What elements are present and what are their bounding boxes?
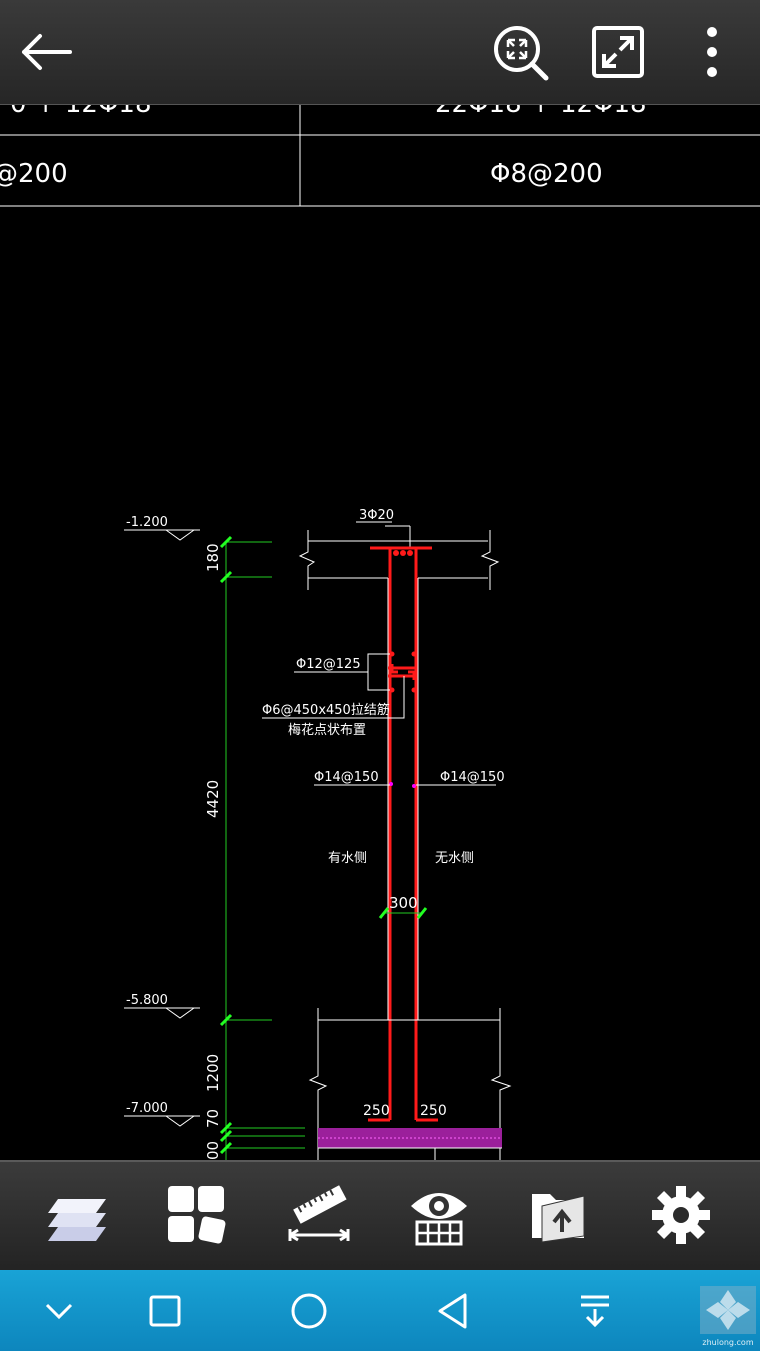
annotation-leaders [262, 653, 496, 786]
back-button[interactable] [16, 22, 76, 82]
wall-reinforcement [368, 546, 438, 1122]
rebar-dots [389, 550, 417, 693]
dim-70-label: 70 [204, 1109, 222, 1128]
more-vert-icon [707, 27, 717, 77]
home-button[interactable] [284, 1288, 334, 1334]
elevation-low-label: -7.000 [126, 1101, 168, 1116]
measure-button[interactable] [284, 1180, 354, 1250]
stirrup-label: Φ12@125 [296, 657, 361, 672]
table-cell-r2-left: @200 [0, 159, 68, 189]
dim-1200-label: 1200 [204, 1054, 222, 1092]
settings-icon [652, 1186, 710, 1244]
tie-bar-label-1: Φ6@450x450拉结筋 [262, 702, 390, 718]
watermark-text: zhulong.com [702, 1338, 754, 1347]
dry-side-label: 无水侧 [435, 851, 474, 866]
table-cell-r2-right: Φ8@200 [490, 159, 603, 189]
vertical-dimension-line [225, 541, 305, 1160]
dim-00-label: 00 [204, 1141, 222, 1160]
notification-pull-button[interactable] [570, 1288, 620, 1334]
fullscreen-icon [592, 26, 644, 78]
top-rebar-label: 3Φ20 [359, 508, 394, 523]
dim-180-label: 180 [204, 543, 222, 572]
recent-apps-button[interactable] [140, 1288, 190, 1334]
layout-icon [168, 1186, 226, 1244]
zoom-extents-icon [494, 26, 549, 81]
home-icon [291, 1293, 327, 1329]
thickness-dimension [378, 907, 428, 919]
dim-4420-label: 4420 [204, 780, 222, 818]
zoom-extents-button[interactable] [490, 22, 550, 82]
open-file-icon [532, 1194, 585, 1243]
rebar-left-label: Φ14@150 [314, 770, 379, 785]
rebar-table: 0 + 12Φ18 22Φ18 + 12Φ18 @200 Φ8@200 [0, 89, 760, 207]
layout-button[interactable] [162, 1180, 232, 1250]
footing-left-label: 250 [363, 1103, 390, 1119]
footing-right-label: 250 [420, 1103, 447, 1119]
elevation-markers [124, 529, 200, 1127]
layers-icon [48, 1199, 106, 1241]
elevation-mid-label: -5.800 [126, 993, 168, 1008]
magenta-markers [389, 782, 416, 788]
back-nav-button[interactable] [428, 1288, 478, 1334]
tie-bar-label-2: 梅花点状布置 [288, 722, 366, 738]
measure-icon [288, 1185, 350, 1242]
settings-button[interactable] [646, 1180, 716, 1250]
hide-navbar-button[interactable] [34, 1288, 84, 1334]
view-icon [411, 1193, 467, 1246]
open-file-button[interactable] [524, 1180, 594, 1250]
recent-apps-icon [149, 1295, 181, 1327]
layers-button[interactable] [42, 1180, 112, 1250]
top-toolbar [0, 0, 760, 105]
view-button[interactable] [404, 1180, 474, 1250]
cad-drawing-canvas[interactable]: 0 + 12Φ18 22Φ18 + 12Φ18 @200 Φ8@200 -1.2… [0, 0, 760, 1160]
rebar-right-label: Φ14@150 [440, 770, 505, 785]
more-options-button[interactable] [682, 22, 742, 82]
water-side-label: 有水侧 [328, 851, 367, 866]
roof-slab-outline [298, 521, 500, 1020]
watermark-logo: zhulong.com [698, 1284, 758, 1348]
chevron-down-icon [45, 1303, 73, 1320]
fullscreen-button[interactable] [588, 22, 648, 82]
back-icon [438, 1293, 467, 1329]
dimension-ticks [219, 535, 233, 1155]
elevation-top-label: -1.200 [126, 515, 168, 530]
zhulong-logo-icon [700, 1286, 756, 1334]
arrow-left-icon [22, 34, 72, 70]
system-navigation-bar: zhulong.com [0, 1270, 760, 1351]
notification-pull-icon [581, 1295, 609, 1328]
wall-thickness-label: 300 [389, 894, 418, 912]
bottom-toolbar [0, 1160, 760, 1272]
